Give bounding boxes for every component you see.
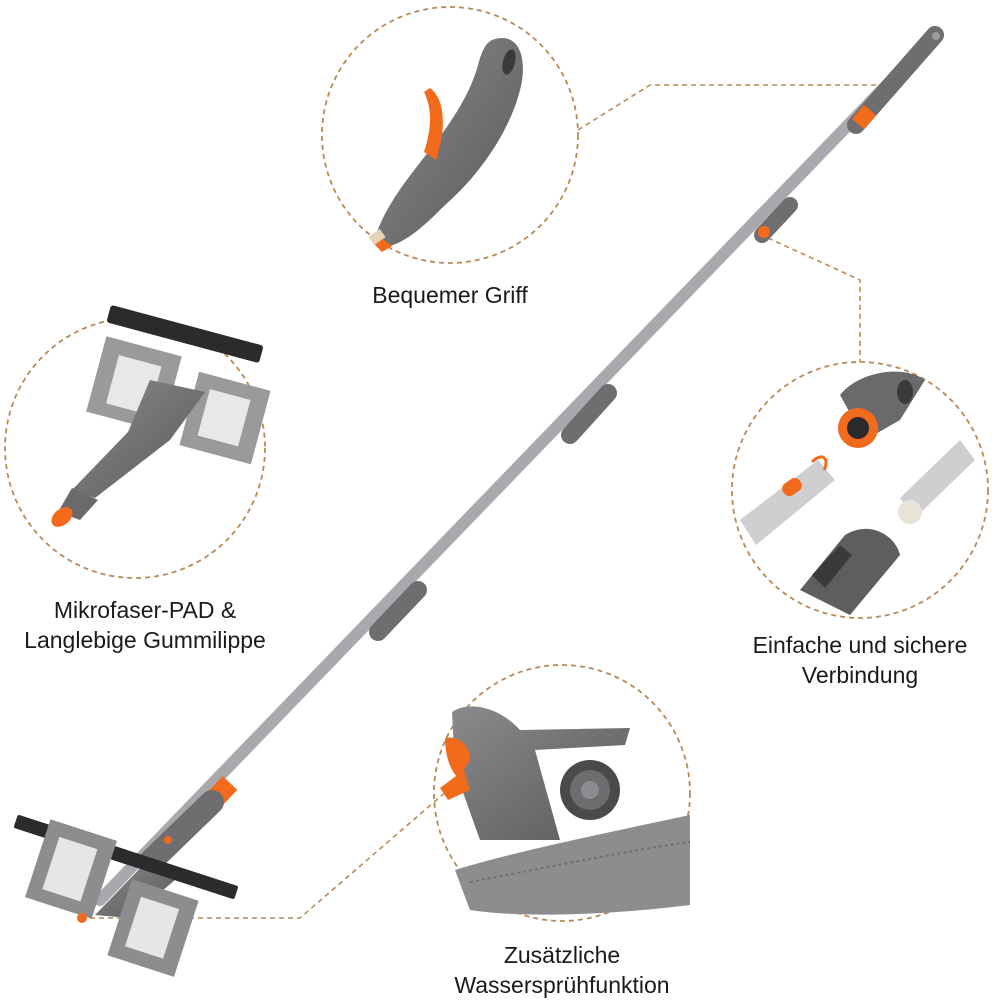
squeegee-head xyxy=(14,815,238,977)
ring-connection xyxy=(731,361,989,619)
connection-closeup xyxy=(740,371,975,615)
caption-handle: Bequemer Griff xyxy=(330,280,570,310)
pad-closeup xyxy=(51,305,271,527)
spray-closeup xyxy=(440,706,691,915)
handle-closeup xyxy=(368,38,523,252)
caption-spray-line-2: Wassersprühfunktion xyxy=(454,972,670,998)
leader-spray xyxy=(90,789,449,919)
caption-connection: Einfache und sichere Verbindung xyxy=(728,630,992,690)
caption-connection-line-2: Verbindung xyxy=(801,662,919,688)
caption-pad-line-2: Langlebige Gummilippe xyxy=(24,627,266,653)
leader-handle xyxy=(577,84,900,131)
leader-connection xyxy=(767,237,861,362)
caption-spray-line-1: Zusätzliche xyxy=(503,942,621,968)
caption-handle-line-1: Bequemer Griff xyxy=(372,282,528,308)
telescopic-pole xyxy=(94,26,944,906)
ring-handle xyxy=(321,6,579,264)
caption-pad-line-1: Mikrofaser-PAD & xyxy=(53,597,237,623)
caption-spray: Zusätzliche Wassersprühfunktion xyxy=(430,940,694,1000)
leader-lines xyxy=(90,84,900,919)
caption-pad: Mikrofaser-PAD & Langlebige Gummilippe xyxy=(0,595,290,655)
caption-connection-line-1: Einfache und sichere xyxy=(752,632,968,658)
ring-spray xyxy=(433,664,691,922)
